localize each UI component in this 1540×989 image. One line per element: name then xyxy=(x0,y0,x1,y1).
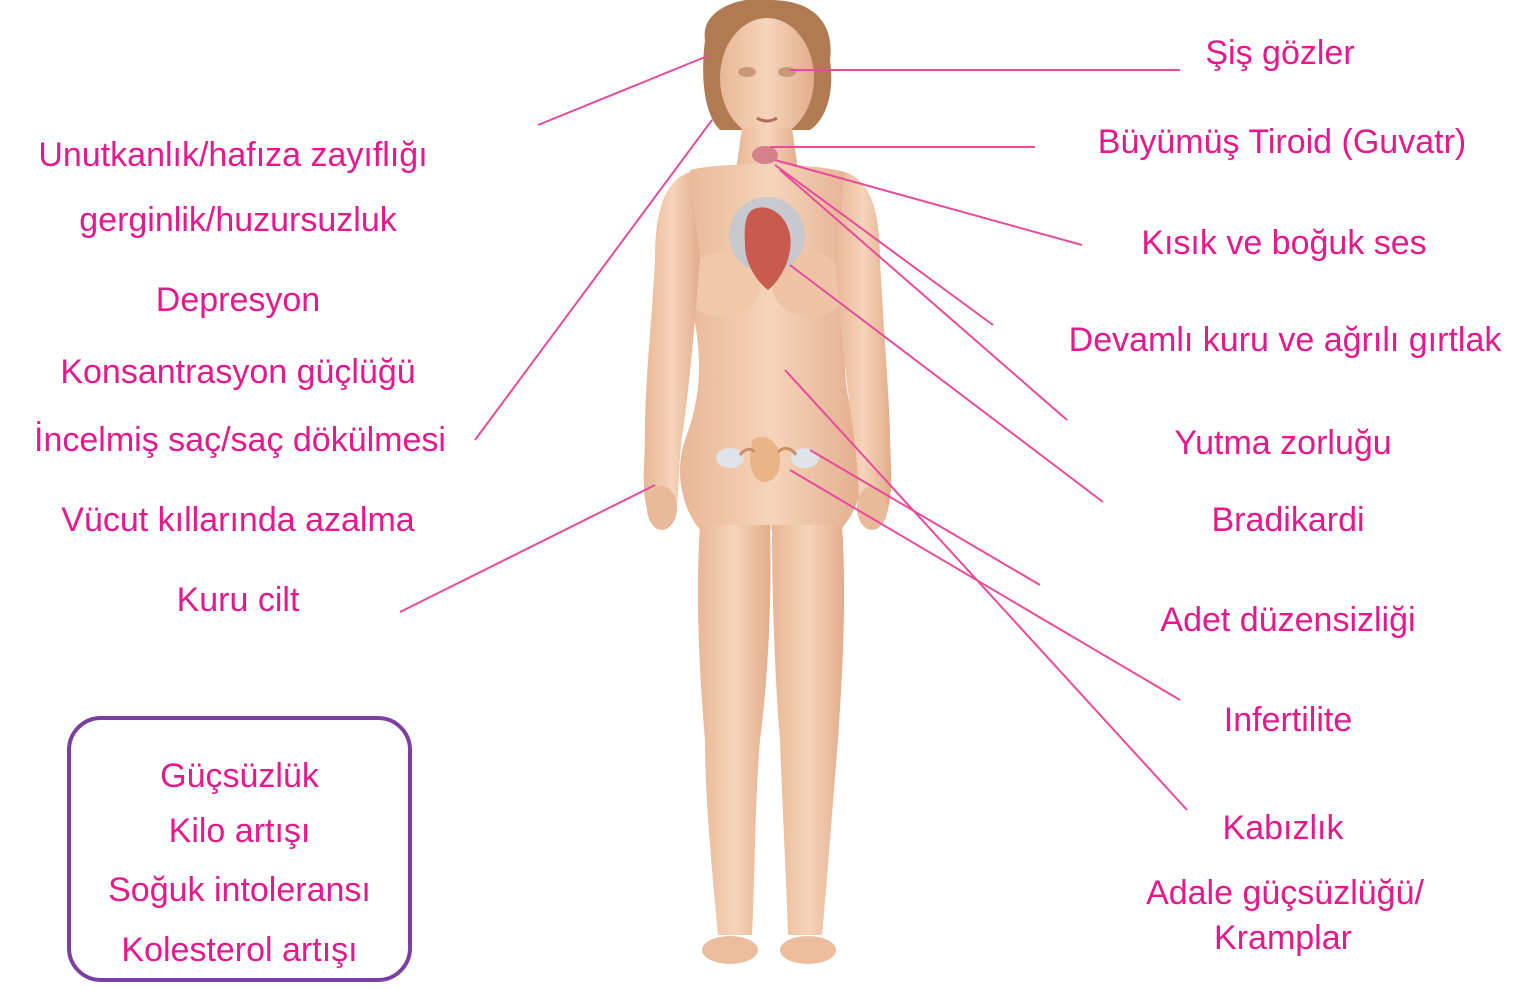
symptom-label-cramps: Kramplar xyxy=(1214,918,1352,958)
symptom-label-infertility: Infertilite xyxy=(1224,700,1353,740)
symptom-label-depression: Depresyon xyxy=(156,280,320,320)
symptom-label-menstrual: Adet düzensizliği xyxy=(1160,600,1415,640)
symptom-label-dysphagia: Yutma zorluğu xyxy=(1174,423,1391,463)
symptom-label-hair-loss: İncelmiş saç/saç dökülmesi xyxy=(34,420,446,460)
symptom-label-concentration: Konsantrasyon güçlüğü xyxy=(60,352,415,392)
symptom-label-bradycardia: Bradikardi xyxy=(1211,500,1364,540)
symptom-label-sore-throat: Devamlı kuru ve ağrılı gırtlak xyxy=(1069,320,1502,360)
symptom-label-dry-skin: Kuru cilt xyxy=(177,580,300,620)
left-leg xyxy=(698,525,771,935)
box-item-cold-intolerance: Soğuk intoleransı xyxy=(71,870,408,910)
symptom-label-goiter: Büyümüş Tiroid (Guvatr) xyxy=(1098,122,1466,162)
symptom-label-hoarse-voice: Kısık ve boğuk ses xyxy=(1141,223,1426,263)
symptom-label-muscle-weakness: Adale güçsüzlüğü/ xyxy=(1146,873,1424,913)
symptom-label-forgetfulness: Unutkanlık/hafıza zayıflığı xyxy=(38,135,427,175)
general-symptoms-box: Güçsüzlük Kilo artışı Soğuk intoleransı … xyxy=(67,716,412,982)
symptom-label-nervousness: gerginlik/huzursuzluk xyxy=(79,200,397,240)
box-item-weakness: Güçsüzlük xyxy=(71,756,408,796)
symptom-label-body-hair: Vücut kıllarında azalma xyxy=(61,500,414,540)
box-item-weight-gain: Kilo artışı xyxy=(71,811,408,851)
symptom-label-constipation: Kabızlık xyxy=(1223,808,1344,848)
box-item-cholesterol: Kolesterol artışı xyxy=(71,930,408,970)
right-leg xyxy=(772,525,844,935)
symptom-label-puffy-eyes: Şiş gözler xyxy=(1205,33,1354,73)
thyroid-gland xyxy=(752,146,778,164)
